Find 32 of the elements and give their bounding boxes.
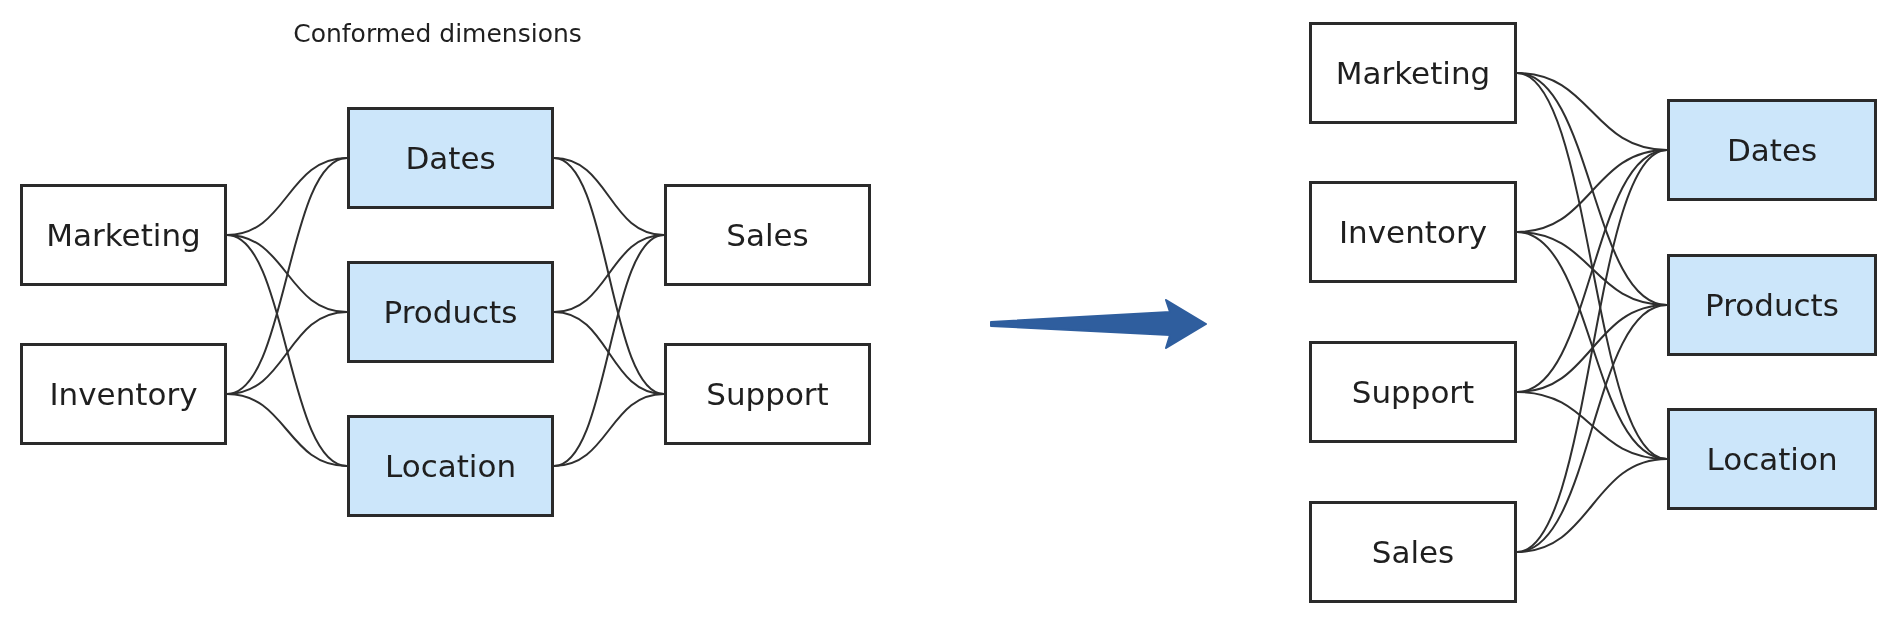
box-label: Sales [726,216,809,254]
fact-box [664,343,871,445]
box-label: Marketing [1335,54,1491,92]
fact-box [1309,181,1517,283]
fact-box [1309,341,1517,443]
box-label: Marketing [46,216,201,254]
diagram-title: Conformed dimensions [292,18,583,50]
box-label: Inventory [49,375,198,413]
box-label: Support [706,375,829,413]
dimension-box [347,261,554,363]
dimension-box [1667,254,1877,356]
connector-line [226,393,348,467]
dimension-box [347,107,554,209]
connector-line [553,393,665,467]
box-label: Dates [405,139,496,177]
dimension-box [1667,408,1877,510]
dimension-box [1667,99,1877,201]
box-label: Products [383,293,518,331]
box-label: Inventory [1338,213,1488,251]
box-label: Support [1351,373,1475,411]
box-label: Dates [1726,131,1818,169]
box-label: Location [1706,440,1838,478]
box-label: Sales [1371,533,1455,571]
fact-box [20,343,227,445]
box-label: Location [384,447,517,485]
fact-box [1309,22,1517,124]
fact-box [20,184,227,286]
fact-box [664,184,871,286]
box-label: Products [1705,286,1839,324]
dimension-box [347,415,554,517]
connector-line [1516,458,1668,553]
fact-box [1309,501,1517,603]
